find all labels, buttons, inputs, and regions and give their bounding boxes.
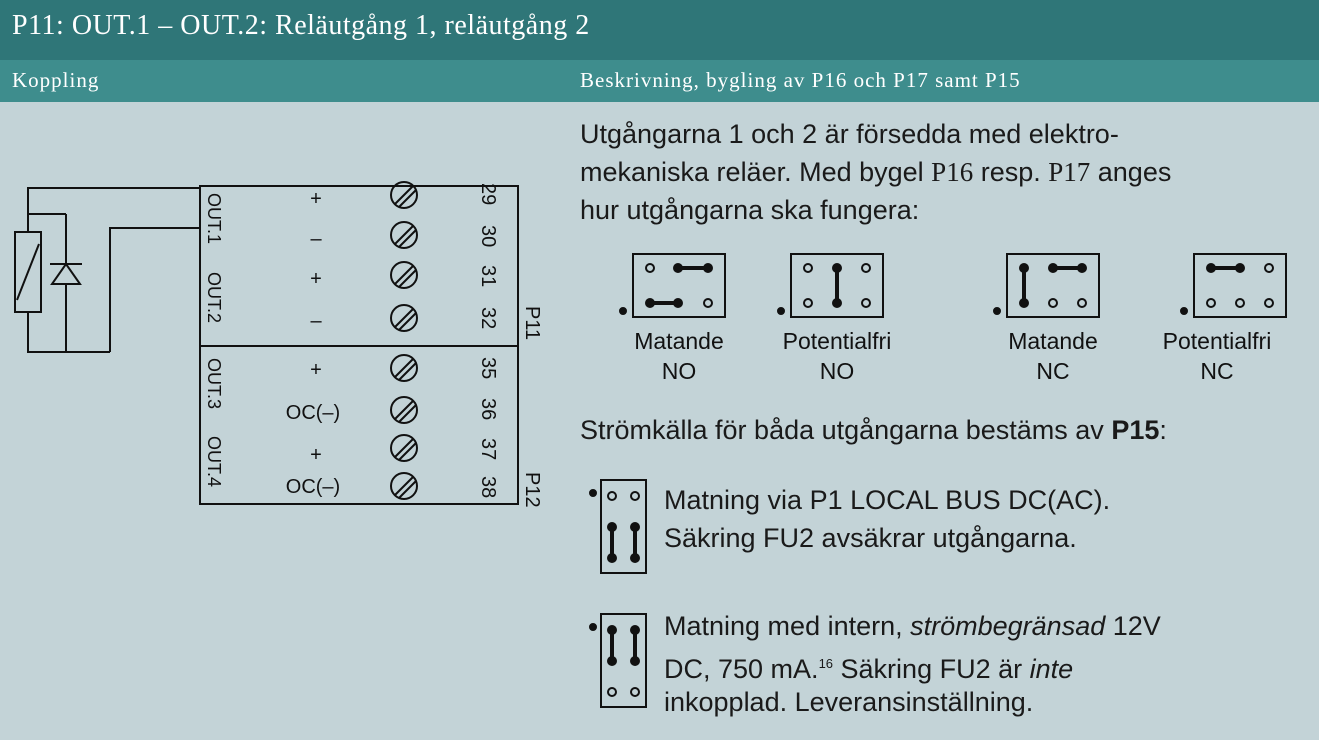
- terminal-sign: OC(–): [286, 476, 340, 498]
- screw-terminal-29: [390, 181, 418, 209]
- option1-line-1: Matning via P1 LOCAL BUS DC(AC).: [664, 485, 1111, 515]
- terminal-number: 37: [477, 438, 499, 460]
- intro-line-2: mekaniska reläer. Med bygel P16 resp. P1…: [580, 157, 1172, 187]
- terminal-number: 31: [477, 265, 499, 287]
- terminal-sign: –: [310, 310, 322, 332]
- terminal-sign: +: [310, 359, 322, 381]
- jumper-p15-option2: [589, 613, 647, 708]
- screw-terminal-31: [390, 261, 418, 289]
- block-label-p11: P11: [521, 306, 543, 340]
- section-label-connection: Koppling: [12, 68, 100, 92]
- terminal-sign: –: [310, 228, 322, 250]
- power-source-text: Strömkälla för båda utgångarna bestäms a…: [580, 415, 1167, 445]
- option2-line-3: inkopplad. Leveransinställning.: [664, 687, 1034, 717]
- screw-terminal-37: [390, 434, 418, 462]
- wire-out1-plus: [27, 187, 200, 353]
- p15-jumpers: [589, 479, 647, 708]
- output-label-out4: OUT.4: [204, 436, 224, 487]
- screw-terminal-30: [390, 221, 418, 249]
- block-label-p12: P12: [521, 472, 543, 508]
- output-label-out3: OUT.3: [204, 358, 224, 409]
- terminal-block-p12: [199, 345, 519, 505]
- footnote-ref: 16: [818, 656, 834, 671]
- terminal-number: 36: [477, 398, 499, 420]
- terminal-number: 35: [477, 357, 499, 379]
- screw-terminal-35: [390, 354, 418, 382]
- subheader-bar: Koppling Beskrivning, bygling av P16 och…: [0, 60, 1319, 102]
- ref-p17: P17: [1048, 157, 1091, 187]
- terminal-sign: OC(–): [286, 402, 340, 424]
- title-bar: P11: OUT.1 – OUT.2: Reläutgång 1, reläut…: [0, 0, 1319, 60]
- jumper-diagrams: [619, 253, 1287, 318]
- screw-terminal-36: [390, 396, 418, 424]
- output-label-out1: OUT.1: [204, 193, 224, 244]
- jumper-matande-nc: [993, 253, 1100, 318]
- output-label-out2: OUT.2: [204, 272, 224, 323]
- jumper-potentialfri-no: [777, 253, 884, 318]
- option2-line-2: DC, 750 mA.16 Säkring FU2 är inte: [664, 654, 1074, 684]
- ref-p15: P15: [1111, 415, 1160, 445]
- page-title: P11: OUT.1 – OUT.2: Reläutgång 1, reläut…: [12, 10, 590, 41]
- wire-out1-minus: [109, 227, 200, 352]
- ref-p16: P16: [931, 157, 974, 187]
- jumper-p15-option1: [589, 479, 647, 574]
- terminal-sign: +: [310, 268, 322, 290]
- screw-terminal-38: [390, 472, 418, 500]
- intro-line-3: hur utgångarna ska fungera:: [580, 195, 920, 225]
- terminal-sign: +: [310, 444, 322, 466]
- section-label-description: Beskrivning, bygling av P16 och P17 samt…: [580, 68, 1021, 92]
- option1-line-2: Säkring FU2 avsäkrar utgångarna.: [664, 523, 1077, 553]
- diode-symbol: [50, 262, 82, 285]
- terminal-number: 32: [477, 307, 499, 329]
- terminal-number: 30: [477, 225, 499, 247]
- terminal-sign: +: [310, 188, 322, 210]
- terminal-number: 29: [477, 183, 499, 205]
- jumper-potentialfri-nc: [1180, 253, 1287, 318]
- screw-terminal-32: [390, 304, 418, 332]
- terminal-block-p11: [199, 185, 519, 347]
- jumper-matande-no: [619, 253, 726, 318]
- option2-line-1: Matning med intern, strömbegränsad 12V: [664, 611, 1161, 641]
- terminal-number: 38: [477, 476, 499, 498]
- intro-line-1: Utgångarna 1 och 2 är försedda med elekt…: [580, 119, 1119, 149]
